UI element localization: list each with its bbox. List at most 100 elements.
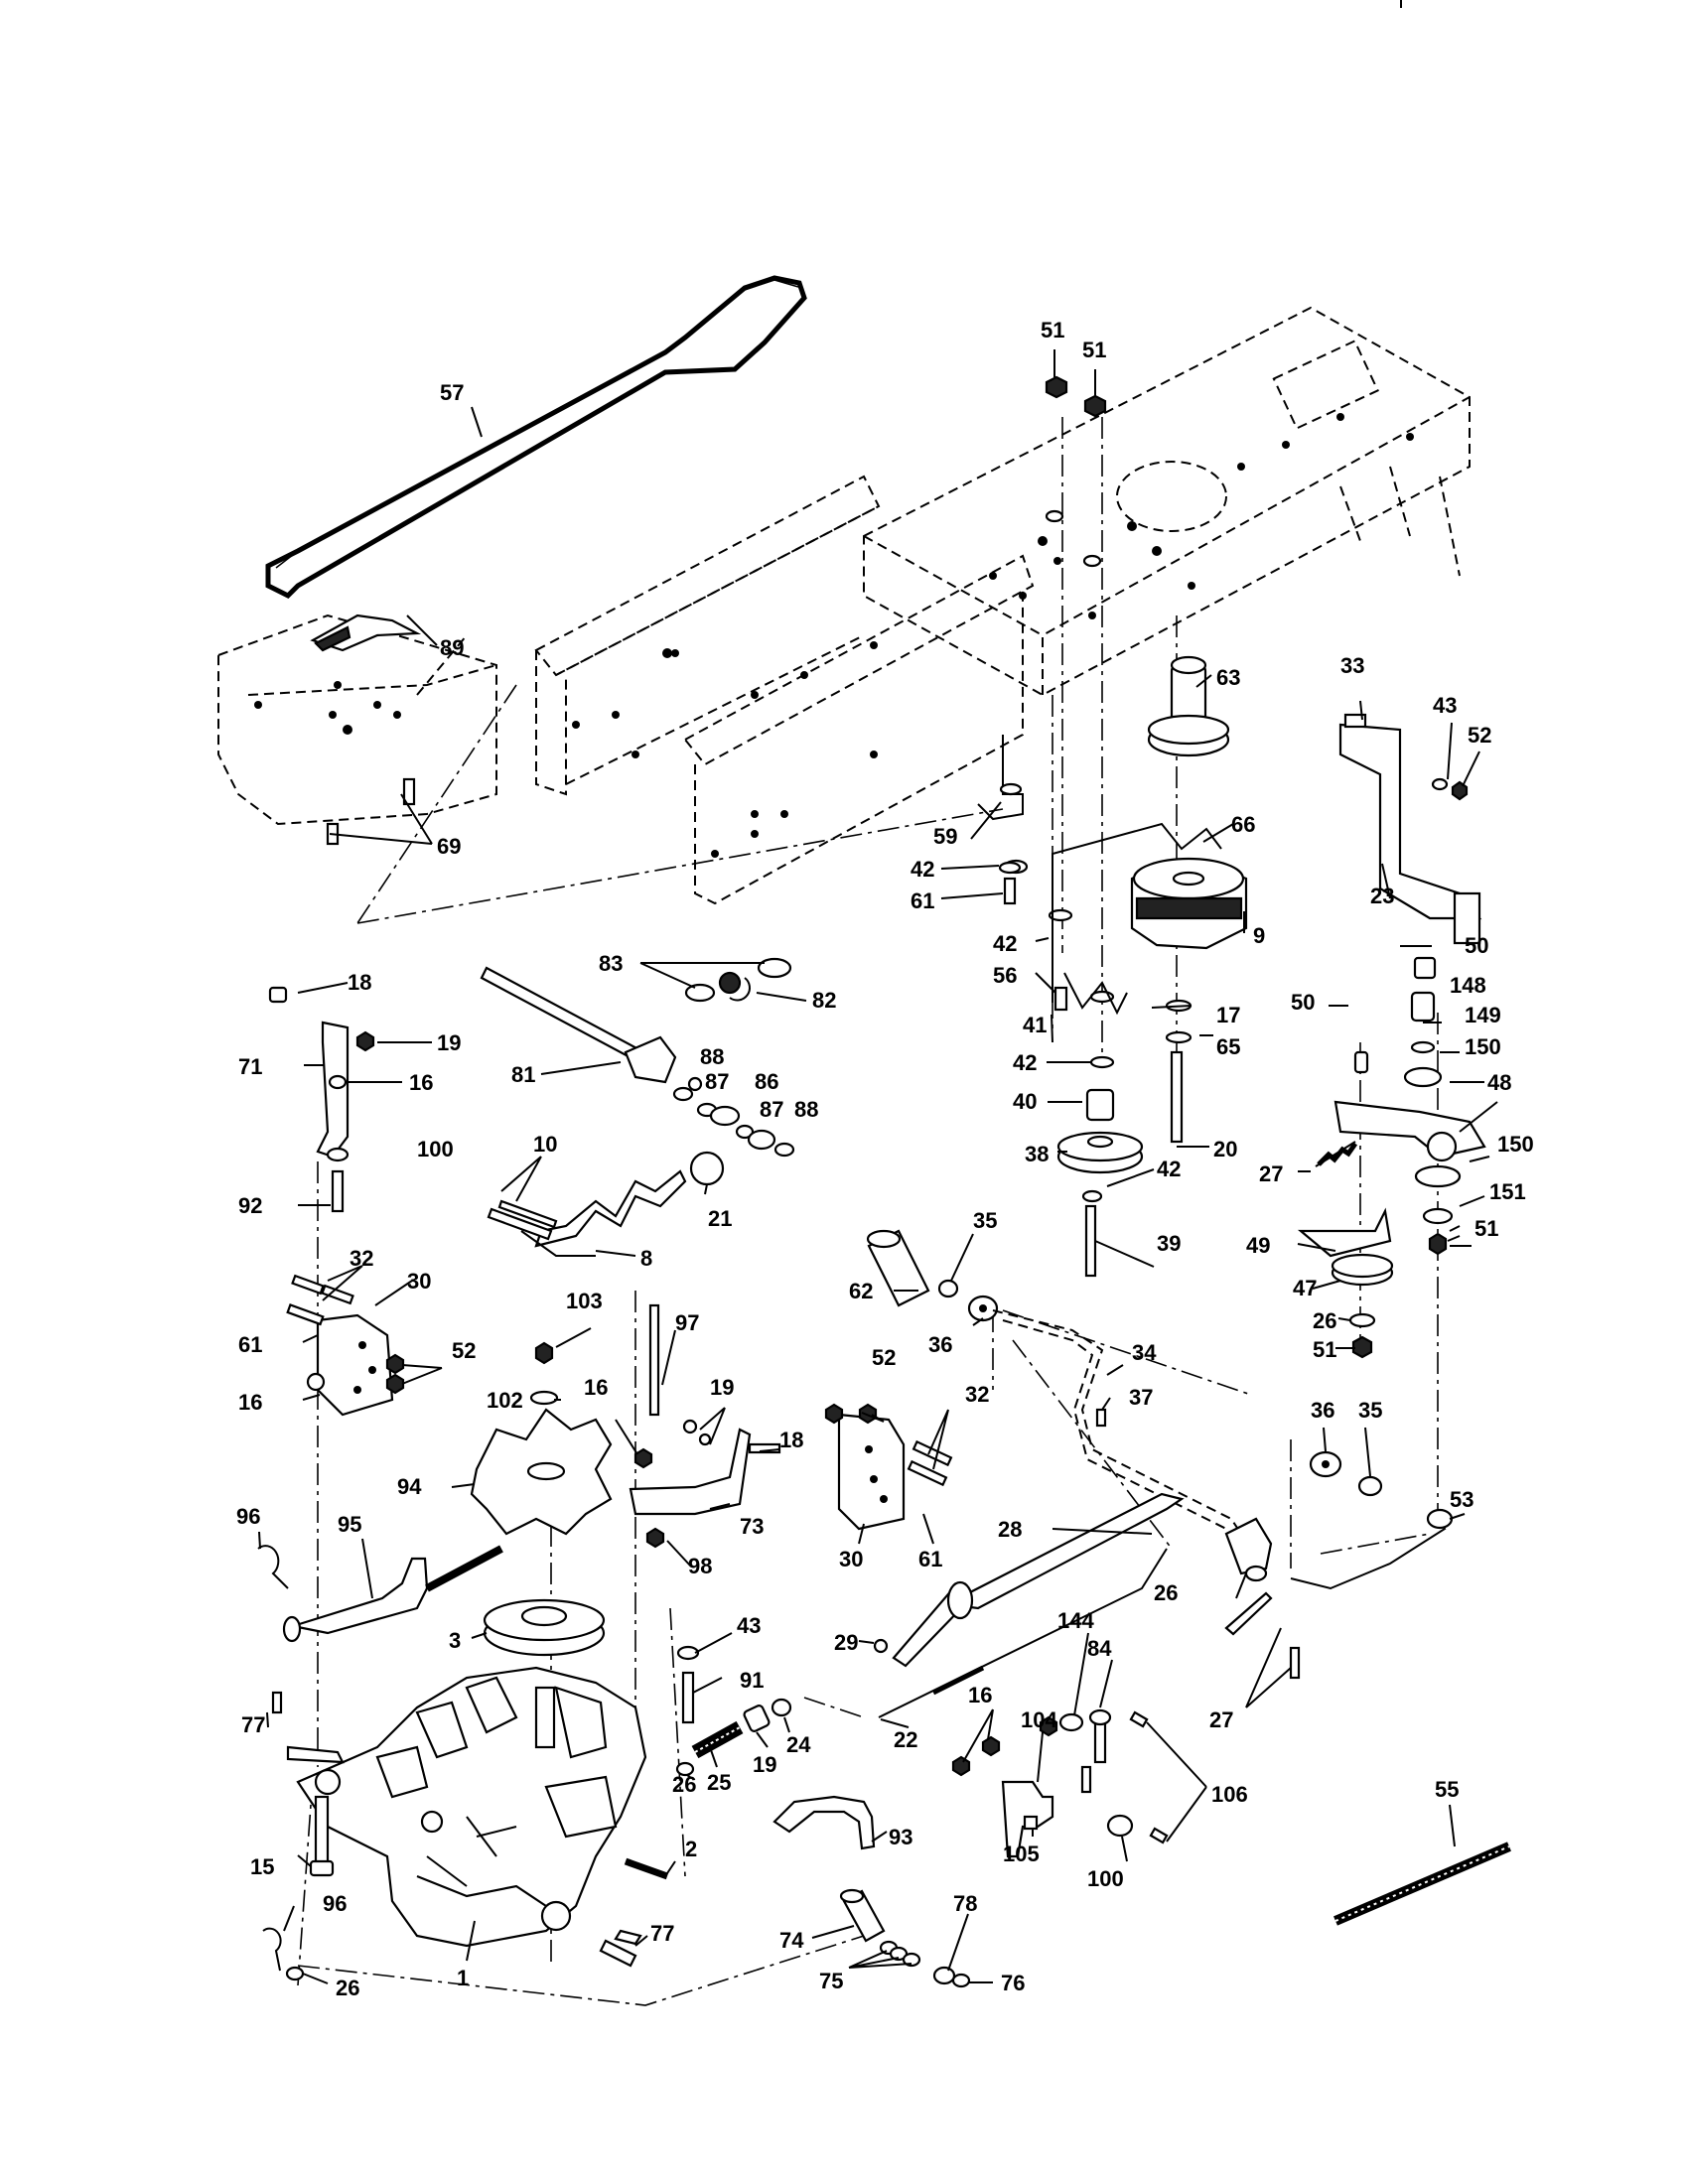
callout-78: 78 — [953, 1891, 977, 1916]
callout-105: 105 — [1003, 1842, 1040, 1866]
callout-17: 17 — [1216, 1003, 1240, 1027]
pin-96-bottom — [262, 1927, 305, 1981]
callout-32-left: 32 — [350, 1246, 373, 1271]
chassis-frame — [217, 306, 1471, 905]
callout-51-top-b: 51 — [1082, 338, 1106, 362]
shaft-95-assembly — [257, 1545, 503, 1643]
callout-89: 89 — [440, 635, 464, 660]
callout-3: 3 — [449, 1628, 461, 1653]
bolt-15 — [309, 1795, 335, 1877]
bracket-48-assembly — [1297, 956, 1486, 1359]
callout-42-c: 42 — [1013, 1050, 1037, 1075]
callout-88-bottom: 88 — [794, 1097, 818, 1122]
callout-47: 47 — [1293, 1276, 1317, 1300]
callout-9: 9 — [1253, 923, 1265, 948]
bracket-73-assembly — [629, 1303, 781, 1549]
callout-43-top: 43 — [1433, 693, 1457, 718]
callout-150-top: 150 — [1465, 1034, 1501, 1059]
belt-guide — [310, 614, 422, 689]
callout-32-right: 32 — [965, 1382, 989, 1407]
spacer-74-assembly — [839, 1888, 971, 1988]
callout-86: 86 — [755, 1069, 778, 1094]
callout-88-top: 88 — [700, 1044, 724, 1069]
callout-42-d: 42 — [1157, 1157, 1181, 1181]
callout-63: 63 — [1216, 665, 1240, 690]
callout-27-bottom: 27 — [1209, 1707, 1233, 1732]
callout-100-left: 100 — [417, 1137, 454, 1161]
shaft-81-assembly — [480, 957, 795, 1158]
callout-18-mid: 18 — [779, 1428, 803, 1452]
callout-83: 83 — [599, 951, 623, 976]
callout-95: 95 — [338, 1512, 361, 1537]
callout-50-right: 50 — [1465, 933, 1488, 958]
callout-84: 84 — [1087, 1636, 1112, 1661]
callout-34: 34 — [1132, 1340, 1157, 1365]
callout-61-right: 61 — [918, 1547, 942, 1571]
callout-65: 65 — [1216, 1034, 1240, 1059]
callout-37: 37 — [1129, 1385, 1153, 1410]
callout-10: 10 — [533, 1132, 557, 1157]
callout-61-top: 61 — [911, 888, 934, 913]
callout-82: 82 — [812, 988, 836, 1013]
callout-18-left: 18 — [348, 970, 371, 995]
spring-25-assembly — [675, 1645, 792, 1777]
callout-43-mid: 43 — [737, 1613, 761, 1638]
callout-77-right: 77 — [650, 1921, 674, 1946]
callout-15: 15 — [250, 1854, 274, 1879]
callout-148: 148 — [1450, 973, 1486, 998]
callout-42-b: 42 — [993, 931, 1017, 956]
callout-35-right: 35 — [1358, 1398, 1382, 1423]
fan-94-assembly — [470, 1341, 613, 1536]
callout-26-right: 26 — [1313, 1308, 1336, 1333]
bracket-30-left — [286, 1274, 405, 1417]
callout-87-bottom: 87 — [760, 1097, 783, 1122]
callout-52-left: 52 — [452, 1338, 476, 1363]
callout-150-bottom: 150 — [1497, 1132, 1534, 1157]
callout-30-right: 30 — [839, 1547, 863, 1571]
control-rods — [873, 1492, 1454, 1718]
callout-71: 71 — [238, 1054, 262, 1079]
callout-30-left: 30 — [407, 1269, 431, 1294]
callout-38: 38 — [1025, 1142, 1049, 1166]
callout-93: 93 — [889, 1825, 912, 1849]
callout-2: 2 — [685, 1837, 697, 1861]
callout-73: 73 — [740, 1514, 764, 1539]
callout-19-bottom: 19 — [753, 1752, 776, 1777]
callout-96-bottom: 96 — [323, 1891, 347, 1916]
bracket-30-right — [824, 1403, 953, 1531]
bracket-71-assembly — [268, 986, 375, 1213]
callout-51-top-a: 51 — [1041, 318, 1064, 342]
callout-102: 102 — [487, 1388, 523, 1413]
callout-75: 75 — [819, 1969, 843, 1993]
lever-8-assembly — [487, 1151, 725, 1257]
callout-48: 48 — [1487, 1070, 1511, 1095]
callout-91: 91 — [740, 1668, 764, 1693]
callout-28: 28 — [998, 1517, 1022, 1542]
callout-52-top: 52 — [1468, 723, 1491, 748]
callout-56: 56 — [993, 963, 1017, 988]
callout-49: 49 — [1246, 1233, 1270, 1258]
callout-36-top: 36 — [928, 1332, 952, 1357]
callout-81: 81 — [511, 1062, 535, 1087]
callout-100-bottom: 100 — [1087, 1866, 1124, 1891]
callout-97: 97 — [675, 1310, 699, 1335]
callout-19-mid: 19 — [710, 1375, 734, 1400]
callout-87-top: 87 — [705, 1069, 729, 1094]
callout-35-top: 35 — [973, 1208, 997, 1233]
callout-61-left: 61 — [238, 1332, 262, 1357]
callout-62: 62 — [849, 1279, 873, 1303]
callout-50-left: 50 — [1291, 990, 1315, 1015]
callout-22: 22 — [894, 1727, 917, 1752]
spring-55 — [1333, 1842, 1511, 1926]
callout-33: 33 — [1340, 653, 1364, 678]
callout-36-right: 36 — [1311, 1398, 1334, 1423]
callout-59: 59 — [933, 824, 957, 849]
callout-20: 20 — [1213, 1137, 1237, 1161]
callout-92: 92 — [238, 1193, 262, 1218]
hose-93 — [772, 1795, 876, 1850]
callout-27-right: 27 — [1259, 1161, 1283, 1186]
callout-106: 106 — [1211, 1782, 1248, 1807]
callout-96-top: 96 — [236, 1504, 260, 1529]
